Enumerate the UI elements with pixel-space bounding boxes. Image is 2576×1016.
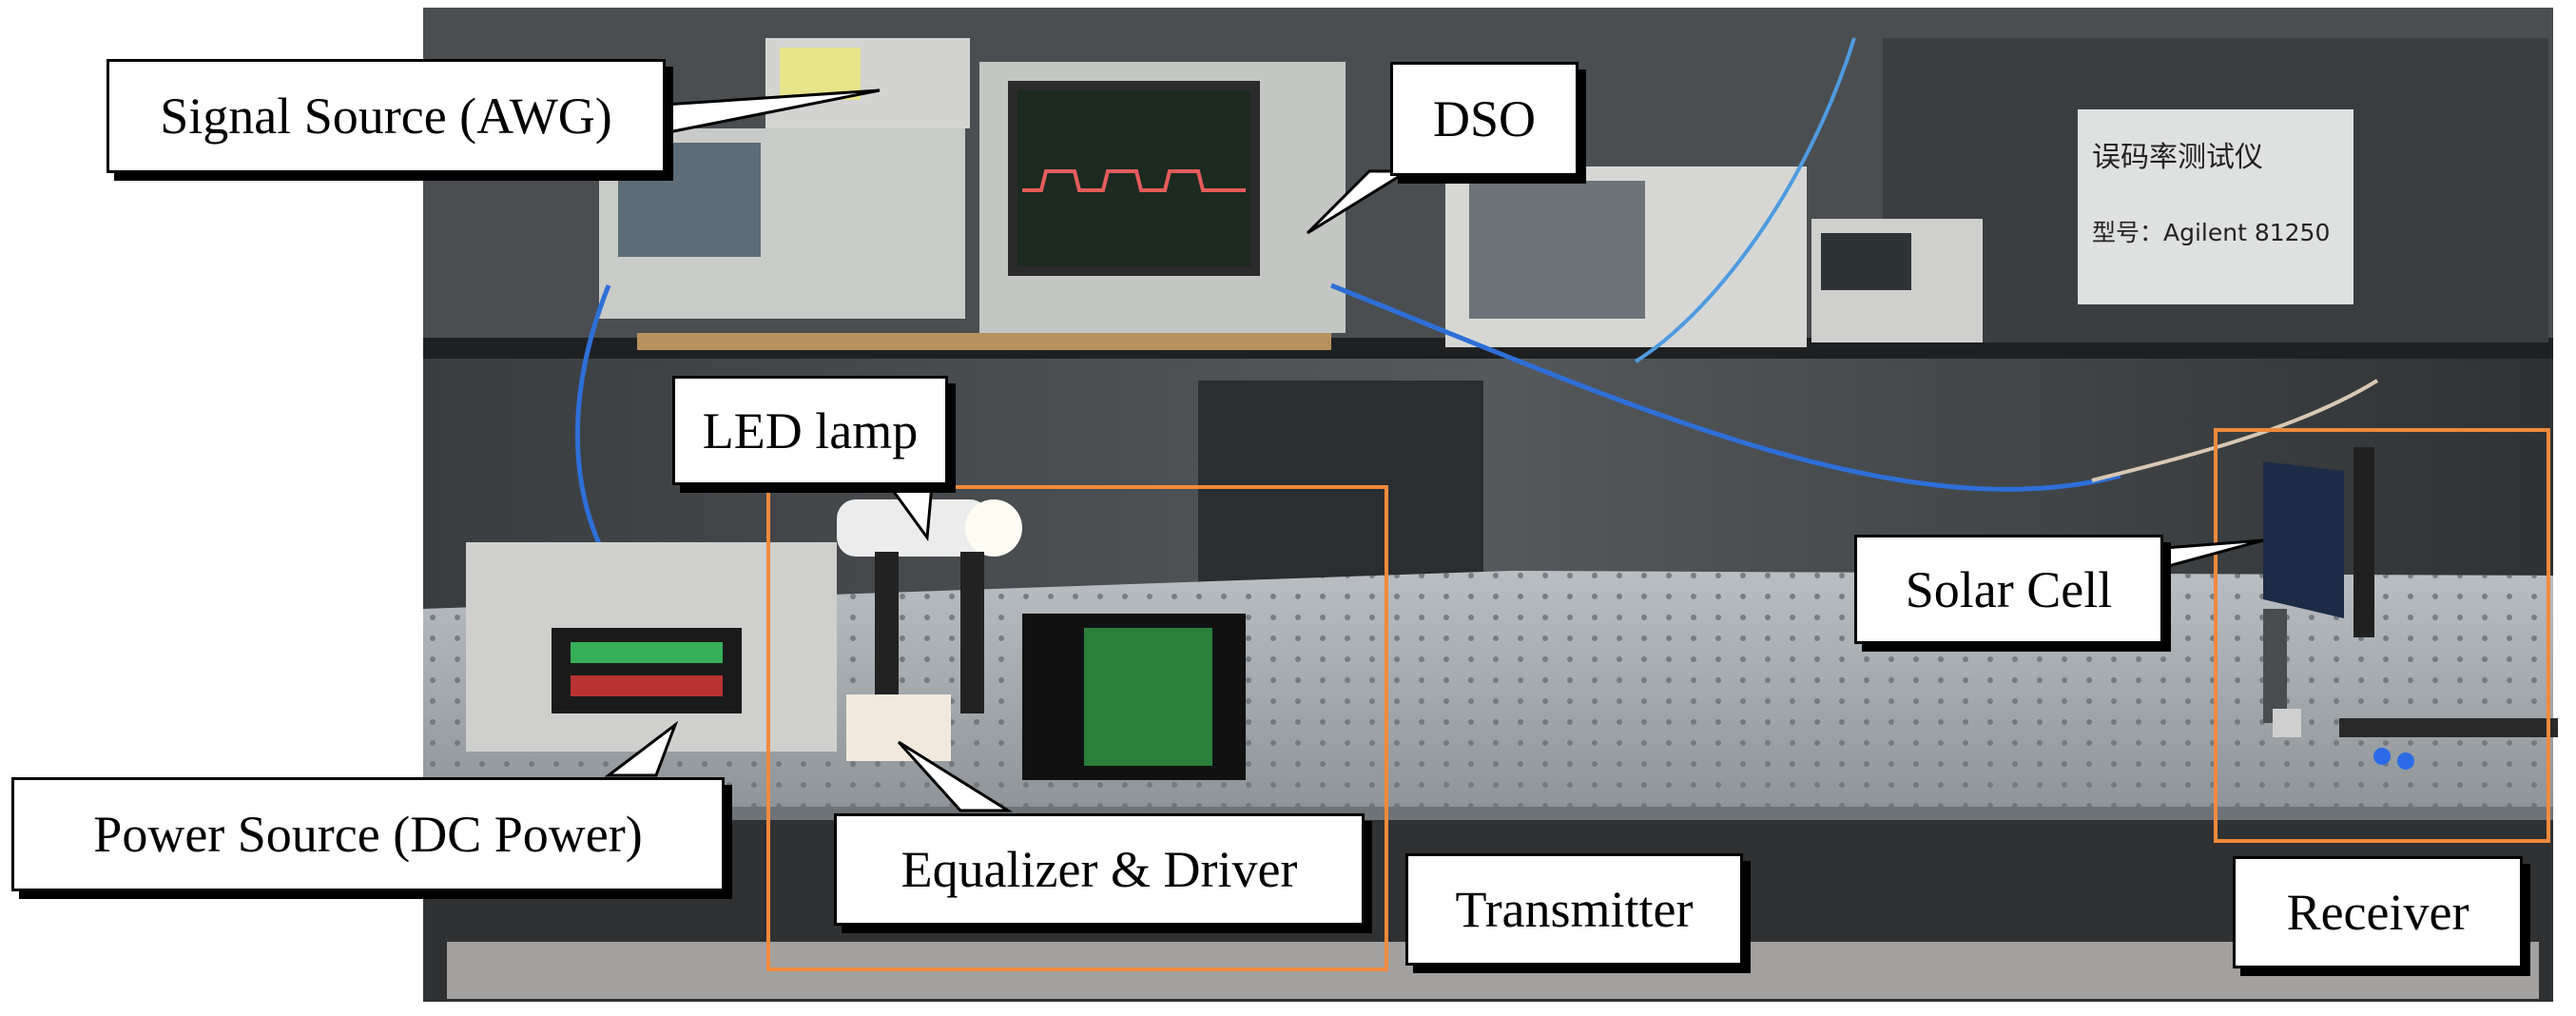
signal-source-label: Signal Source (AWG) <box>107 59 666 173</box>
power-source-label: Power Source (DC Power) <box>11 777 725 891</box>
transmitter-highlight-box <box>766 485 1388 971</box>
receiver-label: Receiver <box>2233 856 2523 968</box>
solar-cell-label: Solar Cell <box>1854 535 2163 644</box>
power-source-pointer <box>604 720 679 777</box>
dso-pointer <box>1306 169 1413 235</box>
ber-tester-sign-title: 误码率测试仪 <box>2092 141 2263 174</box>
receiver-highlight-box <box>2214 428 2550 843</box>
equalizer-pointer <box>897 740 1014 812</box>
dso-label: DSO <box>1390 62 1579 176</box>
equalizer-driver-label: Equalizer & Driver <box>834 813 1365 926</box>
led-lamp-label: LED lamp <box>672 376 948 485</box>
ber-tester-sign-model: 型号：Agilent 81250 <box>2092 219 2331 246</box>
led-lamp-pointer <box>886 483 934 542</box>
transmitter-label: Transmitter <box>1405 853 1743 966</box>
